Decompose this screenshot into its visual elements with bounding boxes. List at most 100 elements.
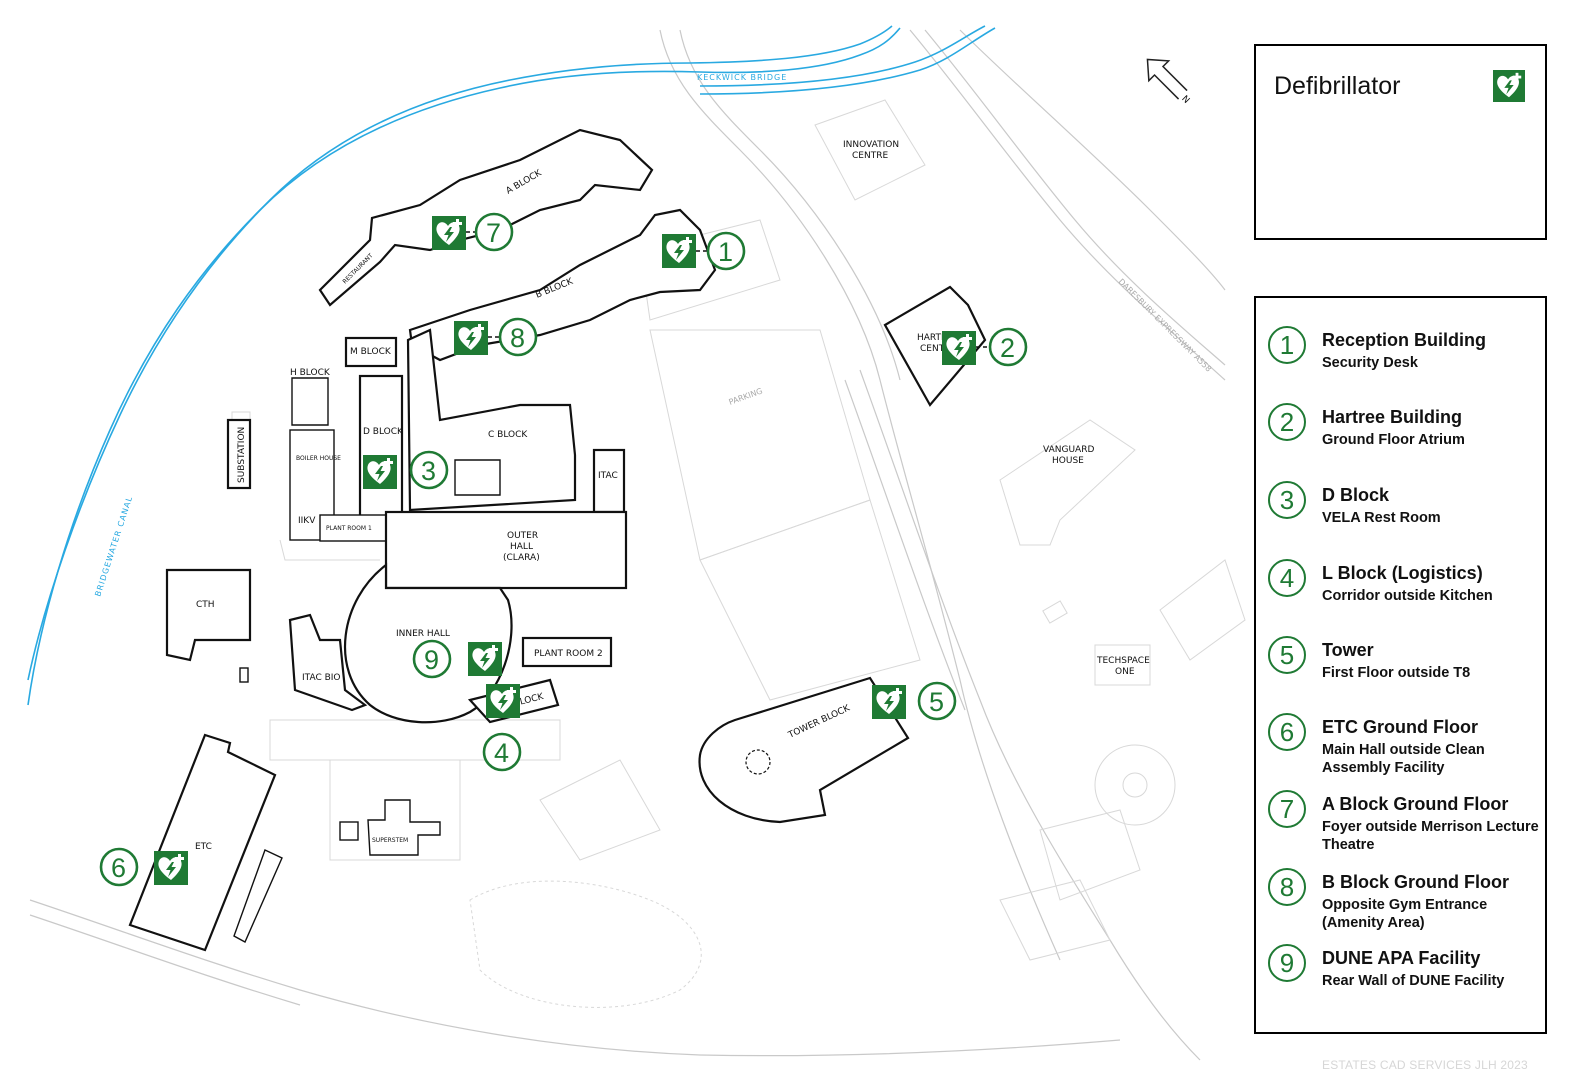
outer-hall-label-1: OUTER [507,531,538,541]
legend-title: Hartree Building [1322,407,1463,427]
etc [128,733,277,952]
legend-subtitle: VELA Rest Room [1322,510,1441,526]
credit-text: ESTATES CAD SERVICES JLH 2023 [1322,1058,1528,1072]
inner-hall-label: INNER HALL [396,629,450,639]
legend-subtitle: Security Desk [1322,355,1418,371]
m-block-label: M BLOCK [350,347,392,357]
aed-heart-icon [1493,70,1525,102]
outer-hall-label-3: (CLARA) [503,553,540,563]
plant-room-2 [521,636,613,668]
legend-title: Reception Building [1322,330,1486,350]
techspace-one-label-2: ONE [1115,667,1135,677]
parking-label: PARKING [728,386,764,406]
boiler-label: BOILER HOUSE [296,455,341,462]
marker-9-number: 9 [424,645,439,675]
keckwick-bridge-label: KECKWICK BRIDGE [697,73,787,82]
defibrillator-title: Defibrillator [1274,72,1401,100]
substation [226,418,252,490]
legend-subtitle: Main Hall outside Clean Assembly Facilit… [1322,742,1485,776]
hartree-label: HARTREE [917,333,959,343]
aed-icon-1 [662,234,696,268]
aed-markers: 1 2 3 4 5 6 7 8 9 [99,212,1028,887]
marker-9 [412,639,452,679]
cth-label: CTH [196,600,215,610]
aed-icon-5 [872,685,906,719]
marker-6-number: 6 [111,853,126,883]
vanguard-label-2: HOUSE [1052,456,1084,466]
legend-subtitle: Opposite Gym Entrance (Amenity Area) [1322,897,1488,931]
legend-item: 3 D Block VELA Rest Room [1268,481,1538,551]
marker-8-number: 8 [510,323,525,353]
aed-icon-6 [154,851,188,885]
legend-title: Tower [1322,640,1374,660]
tower-block [698,676,910,824]
outer-hall [384,510,628,590]
marker-8 [498,317,538,357]
aed-icon-3 [363,455,397,489]
hartree-label-2: CENTRE [920,344,956,354]
marker-4-number: 4 [494,738,509,768]
aed-icon-4 [486,684,520,718]
legend-number: 3 [1268,481,1306,519]
m-block [344,336,398,368]
iikv-label: IIKV [298,516,316,526]
legend-title: DUNE APA Facility [1322,948,1481,968]
legend-panel: 1 Reception Building Security Desk 2 Har… [1254,296,1547,1034]
marker-1-number: 1 [718,237,733,267]
legend-subtitle: First Floor outside T8 [1322,665,1471,681]
marker-1 [706,231,746,271]
marker-3-number: 3 [421,456,436,486]
plant-room-1 [319,514,387,542]
legend-title: ETC Ground Floor [1322,717,1478,737]
plant-room-1-label: PLANT ROOM 1 [326,525,372,532]
north-label: N [1179,94,1191,106]
legend-item: 1 Reception Building Security Desk [1268,326,1538,396]
marker-7 [474,212,514,252]
superstem-label: SUPERSTEM [372,837,408,844]
canal-label: BRIDGEWATER CANAL [93,495,134,598]
marker-2 [988,327,1028,367]
legend-item: 9 DUNE APA Facility Rear Wall of DUNE Fa… [1268,944,1538,1014]
legend-number: 5 [1268,636,1306,674]
legend-number: 4 [1268,559,1306,597]
legend-number: 7 [1268,790,1306,828]
innovation-label-2: CENTRE [852,151,888,161]
aed-icon-7 [432,216,466,250]
legend-item: 4 L Block (Logistics) Corridor outside K… [1268,559,1538,629]
itac-bio [288,613,368,712]
north-arrow-icon: N [1146,58,1191,106]
c-block-label: C BLOCK [488,430,528,440]
legend-number: 6 [1268,713,1306,751]
aed-icon-8 [454,321,488,355]
marker-5-number: 5 [929,687,944,717]
legend-subtitle: Rear Wall of DUNE Facility [1322,973,1505,989]
legend-number: 8 [1268,868,1306,906]
legend-subtitle: Corridor outside Kitchen [1322,588,1493,604]
aed-icon-2 [942,331,976,365]
d-block-label: D BLOCK [363,427,404,437]
outer-hall-label-2: HALL [510,542,533,552]
expressway-label: DARESBURY EXPRESSWAY A558 [1117,277,1214,374]
marker-3 [409,450,449,490]
innovation-label: INNOVATION [843,140,899,150]
techspace-one-label: TECHSPACE [1096,656,1150,666]
plant-room-2-label: PLANT ROOM 2 [534,649,603,659]
itac [592,448,626,514]
marker-2-number: 2 [1000,333,1015,363]
legend-item: 7 A Block Ground Floor Foyer outside Mer… [1268,790,1539,860]
marker-5 [917,681,957,721]
legend-title: A Block Ground Floor [1322,794,1509,814]
legend-number: 9 [1268,944,1306,982]
legend-subtitle: Foyer outside Merrison Lecture Theatre [1322,819,1539,853]
etc-label: ETC [195,842,212,852]
marker-6 [99,847,139,887]
itac-bio-label: ITAC BIO [302,673,341,683]
h-block [291,377,329,426]
defibrillator-key-panel: Defibrillator [1254,44,1547,240]
road-network [29,29,1246,1061]
d-block [358,374,404,518]
legend-title: B Block Ground Floor [1322,872,1509,892]
legend-title: L Block (Logistics) [1322,563,1483,583]
vanguard-label: VANGUARD [1043,445,1094,455]
